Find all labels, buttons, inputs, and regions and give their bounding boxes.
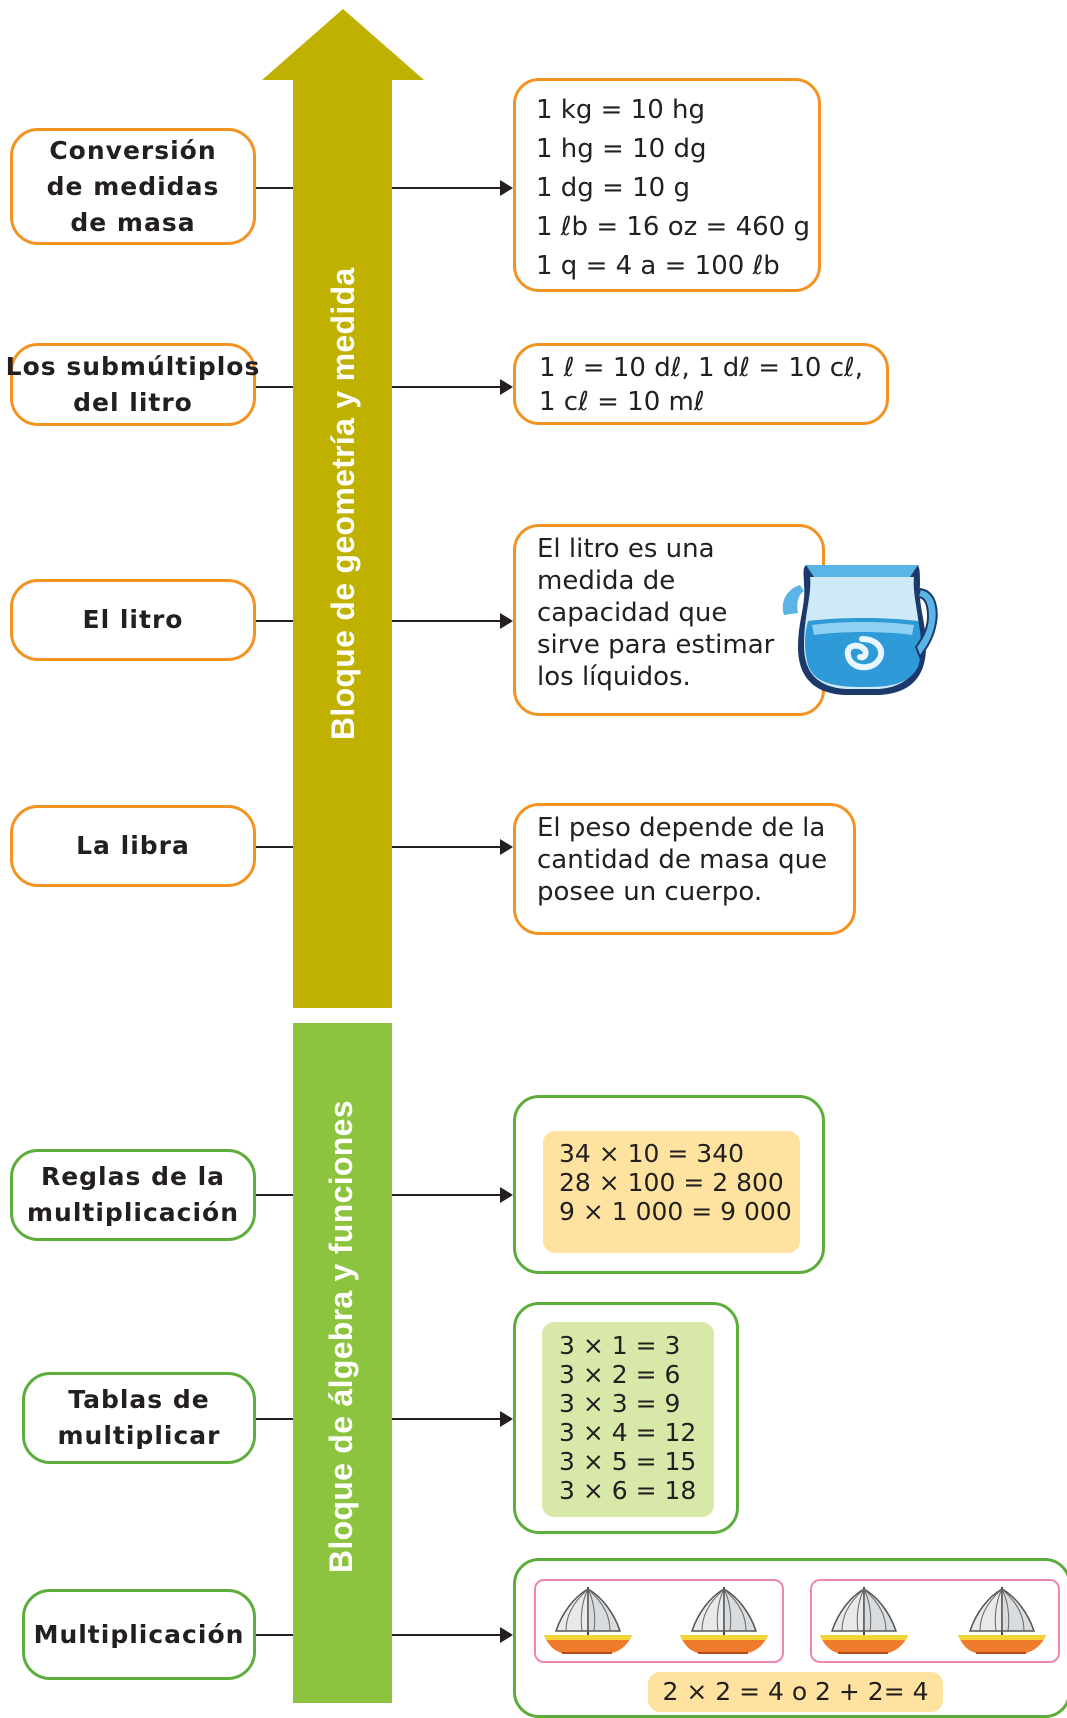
content-box-el-litro: El litro es una medida de capacidad que … [513,524,825,716]
content-line: 3 × 2 = 6 [559,1360,681,1389]
connector-line [392,846,504,848]
topic-la-libra: La libra [10,805,256,887]
sailboat-icon [820,1587,908,1654]
connector-line [256,846,293,848]
content-line: cantidad de masa que [537,845,828,875]
connector-line [392,386,504,388]
geometry-axis-label: Bloque de geometría y medida [325,267,361,740]
tablas-highlight: 3 × 1 = 3 3 × 2 = 6 3 × 3 = 9 3 × 4 = 12… [542,1322,714,1517]
topic-label-line: Tablas de [68,1385,210,1414]
topic-label: La libra [76,831,190,860]
content-box-conversion: 1 kg = 10 hg 1 hg = 10 dg 1 dg = 10 g 1 … [513,78,821,292]
connector-line [256,1194,293,1196]
topic-el-litro: El litro [10,579,256,661]
content-line: medida de [537,566,676,596]
content-line: 1 hg = 10 dg [536,134,707,164]
sailboat-icon [958,1587,1046,1654]
connector-arrowhead [500,180,513,196]
connector-line [392,620,504,622]
topic-submultiplos-litro: Los submúltiplos del litro [6,343,259,426]
connector-line [392,1634,504,1636]
content-line: 1 ℓb = 16 oz = 460 g [536,212,810,242]
topic-label-line: Conversión [49,135,217,165]
content-line: 3 × 3 = 9 [559,1389,681,1418]
topic-label-line: del litro [73,387,193,417]
content-line: sirve para estimar [537,630,775,660]
content-line: El peso depende de la [537,813,826,843]
connector-arrowhead [500,613,513,629]
connector-arrowhead [500,1627,513,1643]
connector-line [256,620,293,622]
content-line: 34 × 10 = 340 [559,1139,745,1168]
content-line: 1 q = 4 a = 100 ℓb [536,251,780,281]
reglas-highlight: 34 × 10 = 340 28 × 100 = 2 800 9 × 1 000… [543,1131,800,1253]
content-box-la-libra: El peso depende de la cantidad de masa q… [513,803,856,935]
connector-line [392,1418,504,1420]
water-pitcher-image [782,565,938,695]
content-box-tablas: 3 × 1 = 3 3 × 2 = 6 3 × 3 = 9 3 × 4 = 12… [513,1302,739,1534]
topic-label-line: multiplicación [26,1198,240,1227]
content-line: 1 dg = 10 g [536,173,690,203]
sailboat-icon [544,1587,632,1654]
content-line: 1 kg = 10 hg [536,95,706,125]
content-line: 1 cℓ = 10 mℓ [539,387,705,417]
sailboat-icon [680,1587,768,1654]
connector-line [392,1194,504,1196]
connector-line [256,386,293,388]
connector-line [256,187,293,189]
topic-tablas-multiplicar: Tablas de multiplicar [22,1372,256,1464]
connector-arrowhead [500,1411,513,1427]
multiplicacion-highlight: 2 × 2 = 4 o 2 + 2= 4 [648,1672,943,1712]
topic-multiplicacion: Multiplicación [22,1589,256,1680]
connector-arrowhead [500,1187,513,1203]
topic-conversion-masa: Conversión de medidas de masa [10,128,256,245]
content-box-submultiplos: 1 ℓ = 10 dℓ, 1 dℓ = 10 cℓ, 1 cℓ = 10 mℓ [513,343,889,425]
topic-label-line: de medidas [46,171,220,201]
content-line: los líquidos. [537,662,691,692]
connector-arrowhead [500,839,513,855]
connector-line [392,187,504,189]
topic-label-line: Reglas de la [40,1162,226,1191]
algebra-axis-label: Bloque de álgebra y funciones [323,1100,359,1573]
algebra-axis-bar [293,1023,392,1703]
content-line: 3 × 5 = 15 [559,1447,697,1476]
connector-line [256,1418,293,1420]
content-line: El litro es una [537,534,715,564]
connector-arrowhead [500,379,513,395]
content-line: 1 ℓ = 10 dℓ, 1 dℓ = 10 cℓ, [539,353,863,383]
content-line: 9 × 1 000 = 9 000 [559,1197,792,1226]
topic-label-line: multiplicar [57,1421,221,1450]
content-line: capacidad que [537,598,728,628]
content-line: 3 × 1 = 3 [559,1331,681,1360]
topic-label-line: Los submúltiplos [5,351,261,381]
topic-label-line: de masa [70,207,196,237]
topic-label: El litro [82,605,184,634]
connector-line [256,1634,293,1636]
topic-label: Multiplicación [33,1619,245,1649]
topic-reglas-multiplicacion: Reglas de la multiplicación [10,1149,256,1241]
content-line: 3 × 6 = 18 [559,1476,697,1505]
content-box-reglas: 34 × 10 = 340 28 × 100 = 2 800 9 × 1 000… [513,1095,825,1274]
content-line: 2 × 2 = 4 o 2 + 2= 4 [662,1677,929,1706]
content-line: 3 × 4 = 12 [559,1418,697,1447]
content-line: posee un cuerpo. [537,877,763,907]
content-line: 28 × 100 = 2 800 [559,1168,784,1197]
